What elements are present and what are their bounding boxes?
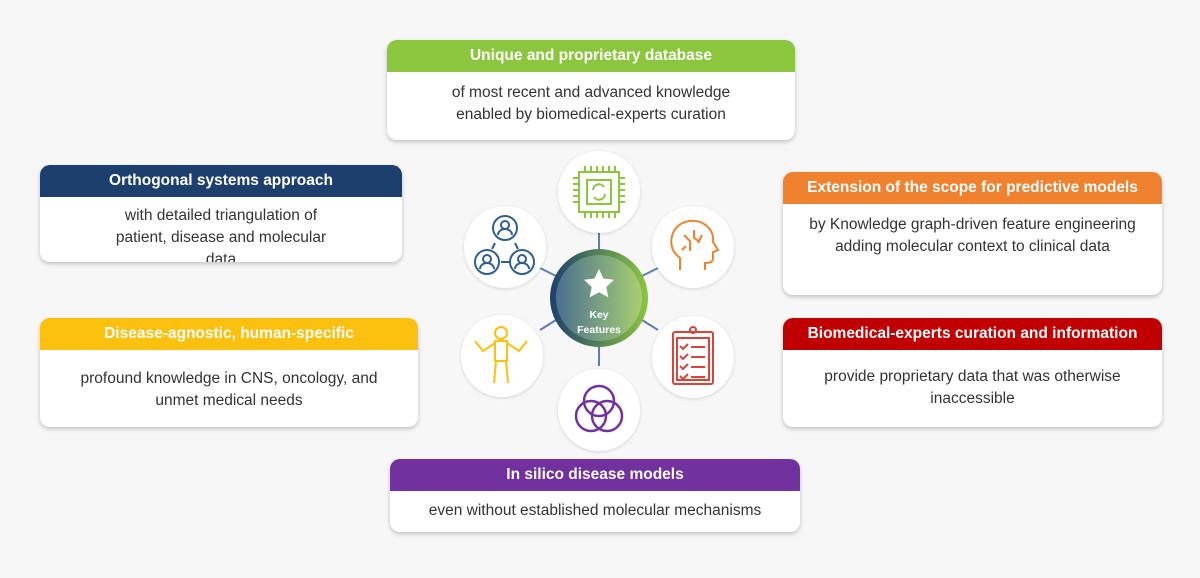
venn-icon-circle [558,369,640,451]
connector-lines [539,232,659,366]
checklist-icon [672,326,714,385]
card-title: Unique and proprietary database [387,40,795,72]
card-orthogonal: Orthogonal systems approach with detaile… [40,165,402,262]
card-database: Unique and proprietary database of most … [387,40,795,140]
card-predictive: Extension of the scope for predictive mo… [783,172,1162,295]
card-in-silico: In silico disease models even without es… [390,459,800,532]
ai-head-icon [670,219,720,270]
card-title: Orthogonal systems approach [40,165,402,197]
card-title: Biomedical-experts curation and informat… [783,318,1162,350]
center-label-line2: Features [577,324,621,336]
card-disease-agnostic: Disease-agnostic, human-specific profoun… [40,318,418,427]
card-body: with detailed triangulation of patient, … [115,207,327,262]
card-body: of most recent and advanced knowledge en… [451,84,731,123]
card-body: even without established molecular mecha… [428,502,762,519]
venn-circles-icon [574,384,624,433]
network-icon-circle [464,206,546,288]
card-body: provide proprietary data that was otherw… [824,368,1121,407]
ai-head-icon-circle [652,206,734,288]
network-people-icon [474,215,535,275]
human-icon-circle [461,315,543,397]
center-label-line1: Key [589,309,608,321]
card-title: In silico disease models [390,459,800,491]
card-curation: Biomedical-experts curation and informat… [783,318,1162,427]
key-features-hub: Key Features [461,151,734,451]
chip-icon [573,166,625,218]
chip-icon-circle [558,151,640,233]
card-body: by Knowledge graph-driven feature engine… [809,216,1136,255]
card-body: profound knowledge in CNS, oncology, and… [80,370,378,409]
human-figure-icon [474,326,528,384]
card-title: Extension of the scope for predictive mo… [783,172,1162,204]
center-circle [556,255,642,341]
star-icon [584,269,614,298]
card-title: Disease-agnostic, human-specific [40,318,418,350]
